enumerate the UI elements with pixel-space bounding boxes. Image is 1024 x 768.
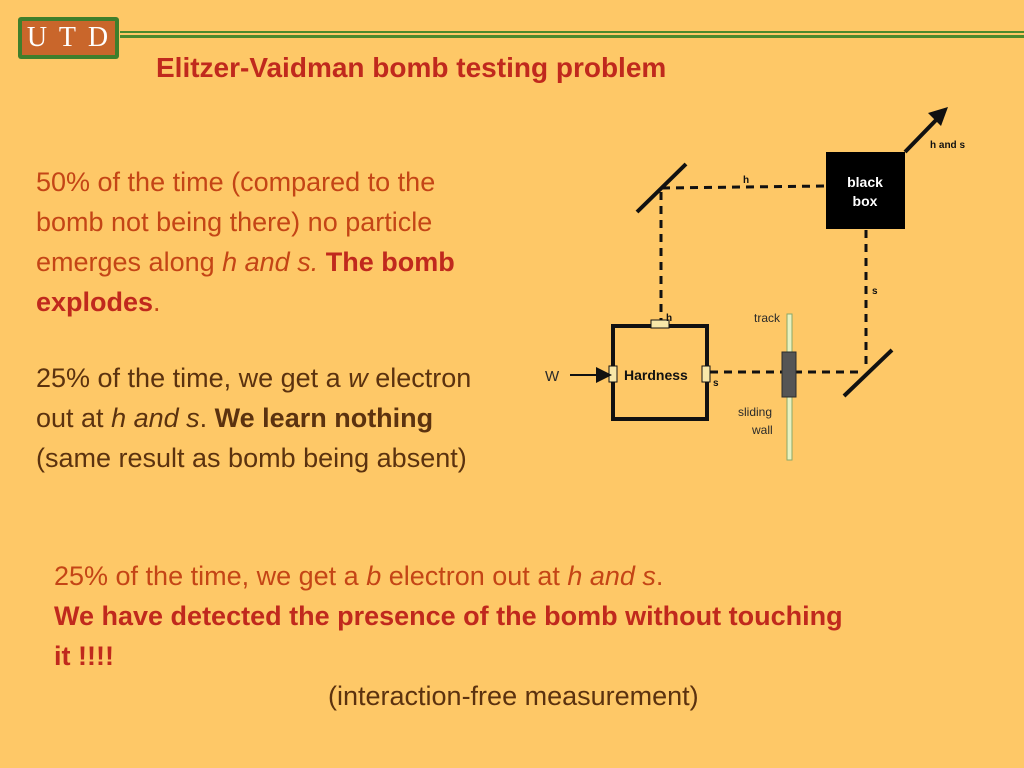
p2-text-a: 25% of the time, we get a <box>36 363 349 393</box>
p2-text-d: (same result as bomb being absent) <box>36 443 467 473</box>
hardness-port-s <box>701 365 711 383</box>
label-sliding: sliding <box>738 405 772 419</box>
paragraph-detected: 25% of the time, we get a b electron out… <box>54 556 854 716</box>
path-h-top <box>661 184 827 190</box>
label-h-port: h <box>666 313 672 324</box>
output-label: h and s <box>930 140 965 151</box>
black-box-line2: box <box>853 193 878 209</box>
label-s-right: s <box>872 286 878 297</box>
p3-text-a: 25% of the time, we get a <box>54 561 367 591</box>
label-track: track <box>754 311 781 325</box>
p2-italic-hs: h and s <box>111 403 200 433</box>
logo-letter-u: U <box>26 22 50 53</box>
p2-text-b: electron out at <box>36 363 472 433</box>
utd-logo: U T D <box>18 17 119 59</box>
label-s-port: s <box>713 378 719 389</box>
black-box <box>826 152 905 229</box>
input-label: W <box>545 368 560 385</box>
logo-letter-t: T <box>58 22 79 53</box>
p3-italic-hs: h and s <box>567 561 656 591</box>
label-wall: wall <box>751 423 773 437</box>
sliding-wall <box>781 351 797 398</box>
header-rule-thick <box>120 35 1024 38</box>
p3-text-b: electron out at <box>381 561 568 591</box>
utd-logo-letters: U T D <box>22 21 115 55</box>
p1-text: 50% of the time (compared to the bomb no… <box>36 167 436 277</box>
p3-bold: We have detected the presence of the bom… <box>54 601 843 671</box>
p3-text-c: . <box>655 561 664 591</box>
p2-text-c: . <box>199 403 215 433</box>
output-arrow-head <box>928 107 948 126</box>
label-h-top: h <box>743 175 749 186</box>
p1-bold: The bomb explodes <box>36 247 455 317</box>
paragraph-learn-nothing: 25% of the time, we get a w electron out… <box>36 358 506 478</box>
hardness-port-in <box>608 365 618 383</box>
p3-note: (interaction-free measurement) <box>328 681 699 711</box>
p2-italic-w: w <box>348 363 368 393</box>
mirror-top-left <box>635 162 688 214</box>
p2-bold: We learn nothing <box>214 403 434 433</box>
hardness-port-h <box>650 319 670 329</box>
p1-end: . <box>153 287 161 317</box>
logo-letter-d: D <box>87 22 111 53</box>
hardness-label: Hardness <box>624 367 688 383</box>
paragraph-explodes: 50% of the time (compared to the bomb no… <box>36 162 506 322</box>
slide-title: Elitzer-Vaidman bomb testing problem <box>156 52 667 83</box>
mirror-bottom-right <box>842 348 894 398</box>
p1-italic: h and s. <box>222 247 319 277</box>
output-arrow-shaft <box>903 114 942 154</box>
header-rule-thin <box>120 31 1024 33</box>
p3-italic-b: b <box>366 561 382 591</box>
black-box-line1: black <box>847 174 883 190</box>
